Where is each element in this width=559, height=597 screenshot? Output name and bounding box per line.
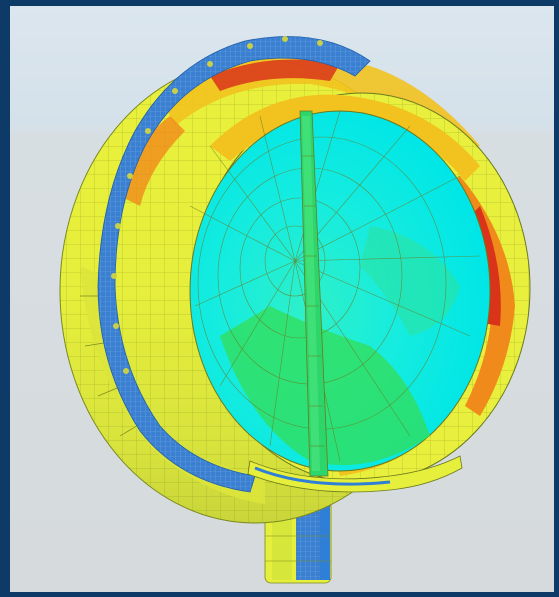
fe-model-render	[59, 36, 531, 584]
bottom-lip	[247, 455, 463, 493]
inner-plate	[189, 110, 491, 477]
flange-ring	[97, 36, 371, 493]
3d-viewport[interactable]	[10, 6, 554, 592]
